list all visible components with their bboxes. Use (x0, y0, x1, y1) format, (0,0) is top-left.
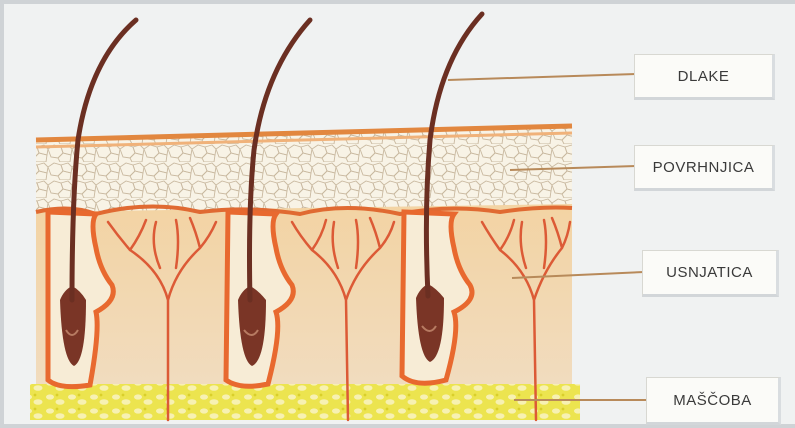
label-dlake: DLAKE (634, 54, 775, 100)
dermis-layer (36, 196, 572, 388)
label-usnjatica: USNJATICA (642, 250, 779, 297)
label-mascoba: MAŠČOBA (646, 377, 781, 425)
label-povrhnjica: POVRHNJICA (634, 145, 775, 191)
fat-layer (30, 384, 580, 420)
